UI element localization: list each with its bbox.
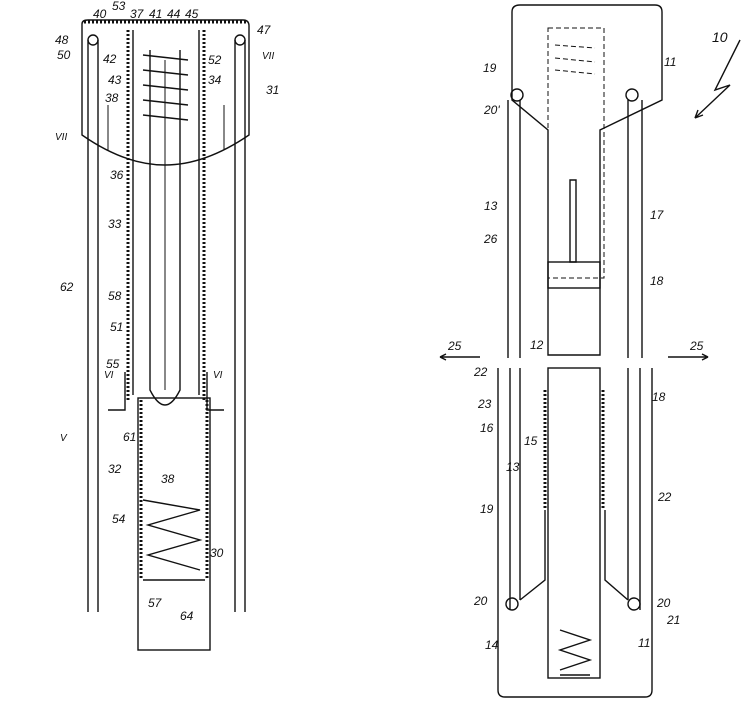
label-57: 57 [148,596,162,610]
label-19: 19 [483,61,497,75]
label-45: 45 [185,7,199,21]
section-VI-right: VI [213,370,223,381]
label-32: 32 [108,462,122,476]
left-figure [81,19,250,651]
label-20-right: 20 [657,596,671,610]
label-52: 52 [208,53,222,67]
label-31: 31 [266,83,280,97]
label-44: 44 [167,7,181,21]
label-34: 34 [208,73,222,87]
label-47: 47 [257,23,271,37]
right-figure [439,4,741,698]
label-16: 16 [480,421,494,435]
label-22-right: 22 [658,490,672,504]
label-18: 18 [650,274,664,288]
label-12: 12 [530,338,544,352]
label-14: 14 [485,638,499,652]
label-61: 61 [123,430,137,444]
label-11-lower: 11 [638,636,651,650]
label-10: 10 [712,29,728,45]
label-20-left: 20 [474,594,488,608]
label-25-left: 25 [448,339,462,353]
label-21: 21 [667,613,681,627]
label-38: 38 [105,91,119,105]
label-54: 54 [112,512,126,526]
label-55: 55 [106,357,120,371]
label-53: 53 [112,0,126,13]
label-20-prime: 20' [484,103,500,117]
label-36: 36 [110,168,124,182]
section-V: V [60,433,67,444]
label-42: 42 [103,52,117,66]
label-43: 43 [108,73,122,87]
label-33: 33 [108,217,122,231]
label-17: 17 [650,208,664,222]
label-51: 51 [110,320,124,334]
label-23: 23 [478,397,492,411]
section-VI-left: VI [104,370,114,381]
label-18-lower: 18 [652,390,666,404]
label-48: 48 [55,33,69,47]
label-58: 58 [108,289,122,303]
label-19-lower: 19 [480,502,494,516]
label-40: 40 [93,7,107,21]
label-37: 37 [130,7,144,21]
label-50: 50 [57,48,71,62]
label-30: 30 [210,546,224,560]
label-64: 64 [180,609,194,623]
label-62: 62 [60,280,74,294]
label-11: 11 [664,55,677,69]
label-22-left: 22 [474,365,488,379]
label-41: 41 [149,7,163,21]
label-26: 26 [484,232,498,246]
label-25-right: 25 [690,339,704,353]
label-15: 15 [524,434,538,448]
label-38-lower: 38 [161,472,175,486]
label-13: 13 [484,199,498,213]
label-13-lower: 13 [506,460,520,474]
section-VII-top: VII [262,51,275,62]
section-VII-left: VII [55,132,68,143]
